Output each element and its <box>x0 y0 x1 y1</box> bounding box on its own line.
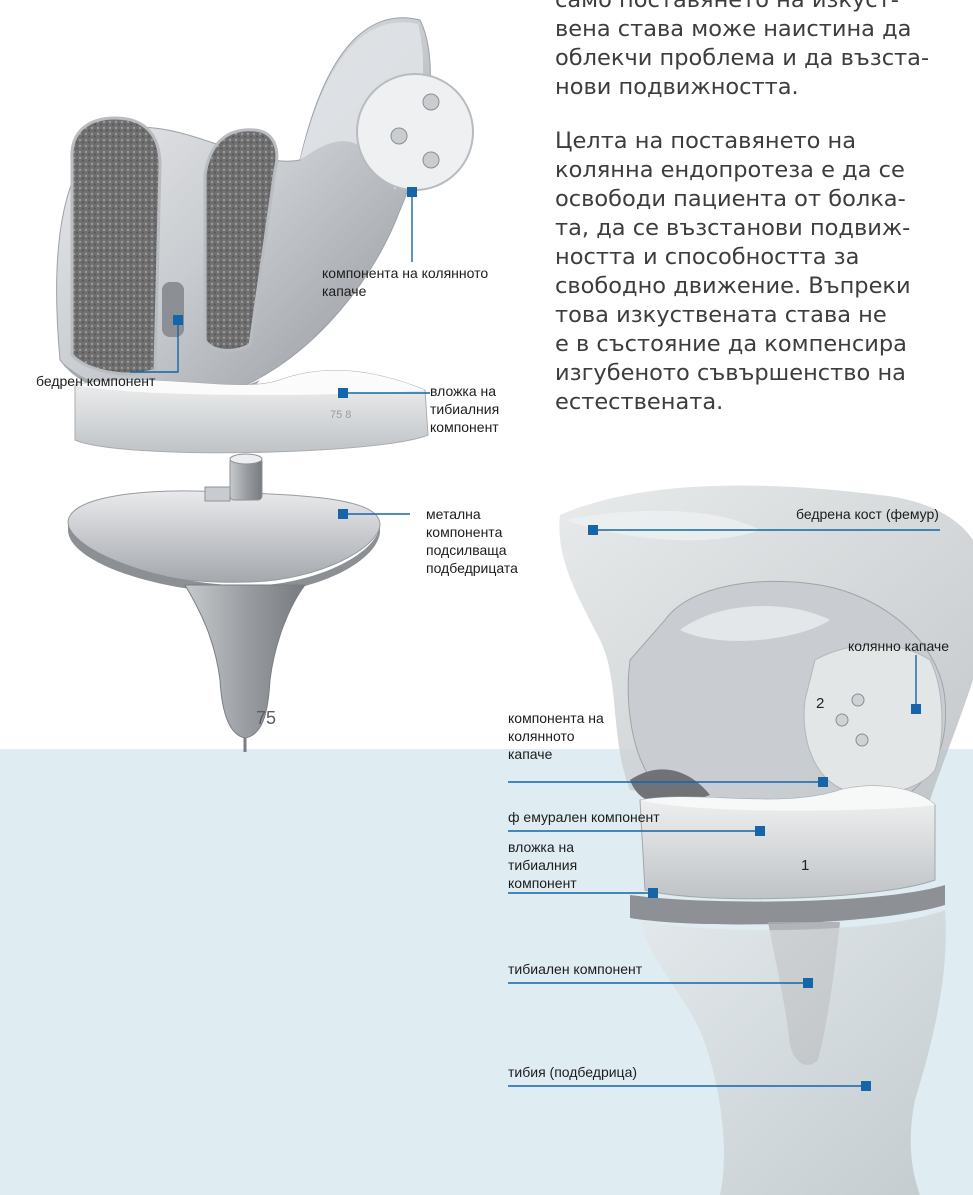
label-tibia: тибия (подбедрица) <box>508 1063 637 1081</box>
label-patella-component-assembled: компонента на колянното капаче <box>508 709 604 763</box>
insert-size-mark: 75 8 <box>330 409 351 421</box>
text-line: та, да се възстанови подвиж- <box>555 214 973 243</box>
text-line: свободно движение. Въпреки <box>555 272 973 301</box>
intro-paragraph-tail: само поставянето на изкуст- вена става м… <box>555 0 973 102</box>
femoral-component-illustration <box>57 18 431 412</box>
text-line: вена става може наистина да <box>555 15 973 44</box>
text-line: е в състояние да компенсира <box>555 330 973 359</box>
number-2: 2 <box>816 695 824 712</box>
text-line: Целта на поставянето на <box>555 127 973 156</box>
tibial-insert-assembled-illustration <box>640 786 935 899</box>
label-tibial-metal-component: метална компонента подсилваща подбедрица… <box>426 505 518 577</box>
text-line: изгубеното съвършенство на <box>555 359 973 388</box>
number-1: 1 <box>801 857 809 874</box>
patella-assembled-illustration <box>804 645 942 794</box>
label-tibial-component: тибиален компонент <box>508 960 642 978</box>
tibial-baseplate-illustration: 75 <box>68 454 380 752</box>
patella-component-illustration <box>357 74 473 190</box>
label-femur: бедрена кост (фемур) <box>796 505 939 523</box>
label-tibial-insert: вложка на тибиалния компонент <box>430 382 499 436</box>
text-line: освободи пациента от болка- <box>555 185 973 214</box>
label-femoral-component-assembled: ф емурален компонент <box>508 808 660 826</box>
label-tibial-insert-assembled: вложка на тибиалния компонент <box>508 838 577 892</box>
text-line: това изкуствената става не <box>555 301 973 330</box>
label-femoral-component: бедрен компонент <box>36 372 155 390</box>
tibia-bone-illustration <box>640 910 946 1195</box>
text-line: естествената. <box>555 388 973 417</box>
text-line: облекчи проблема и да възста- <box>555 44 973 73</box>
label-patella-component: компонента на колянното капаче <box>322 264 488 300</box>
text-line: ността и способността за <box>555 243 973 272</box>
stem-size-mark: 75 <box>256 708 276 728</box>
text-line: колянна ендопротеза е да се <box>555 156 973 185</box>
main-paragraph: Целта на поставянето на колянна ендопрот… <box>555 127 973 417</box>
label-patella: колянно капаче <box>848 637 949 655</box>
text-line: нови подвижността. <box>555 73 973 102</box>
text-line: само поставянето на изкуст- <box>555 0 973 15</box>
